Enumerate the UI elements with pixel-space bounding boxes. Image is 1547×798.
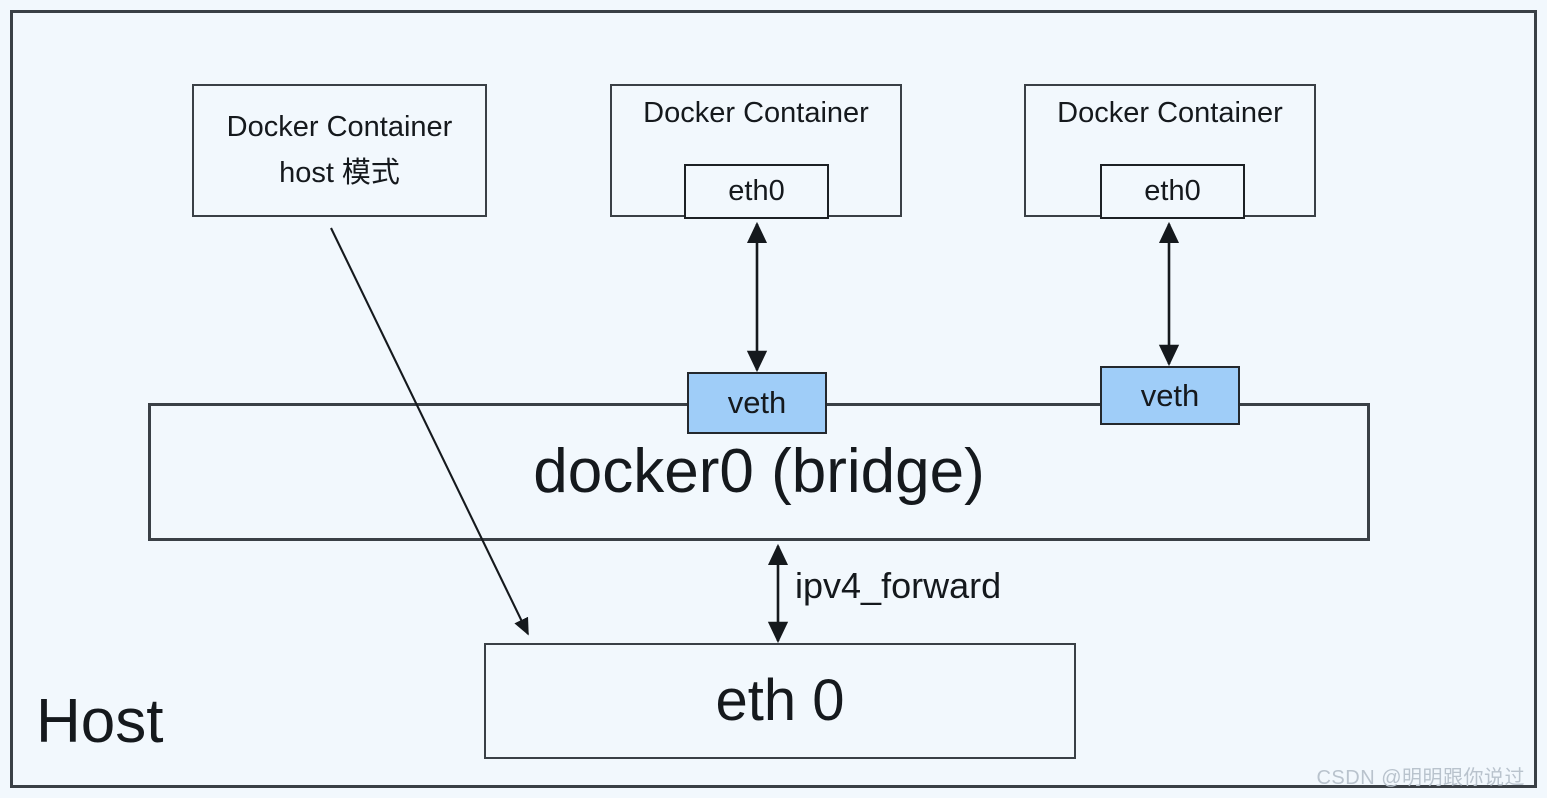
container-bridge-1-title: Docker Container xyxy=(643,97,869,129)
container-host-subtitle: host 模式 xyxy=(279,156,400,189)
host-eth0-nic[interactable]: eth 0 xyxy=(484,643,1076,759)
container-bridge-2-title: Docker Container xyxy=(1057,97,1283,129)
veth-left[interactable]: veth xyxy=(687,372,827,434)
ipv4-forward-label: ipv4_forward xyxy=(795,565,1002,606)
container-host-title: Docker Container xyxy=(226,111,453,144)
host-label: Host xyxy=(36,687,164,756)
container-bridge-1-eth0[interactable]: eth0 xyxy=(684,164,829,219)
docker0-label: docker0 (bridge) xyxy=(533,437,985,507)
container-bridge-2-eth0[interactable]: eth0 xyxy=(1100,164,1245,219)
csdn-watermark: CSDN @明明跟你说过 xyxy=(1316,767,1525,789)
veth-right[interactable]: veth xyxy=(1100,366,1240,425)
docker-container-host-mode[interactable]: Docker Container host 模式 xyxy=(192,84,487,217)
host-eth0-label: eth 0 xyxy=(715,667,845,733)
